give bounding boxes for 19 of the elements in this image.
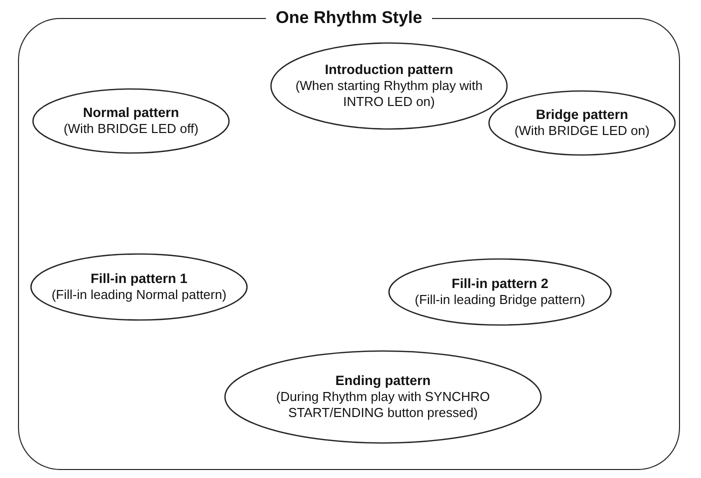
pattern-ellipse [389,259,611,325]
pattern-name: Fill-in pattern 1 [90,271,188,287]
pattern-ellipse [225,351,541,443]
pattern-name: Fill-in pattern 2 [452,276,548,292]
pattern-description: (Fill-in leading Bridge pattern) [414,292,586,308]
pattern-description: (With BRIDGE LED on) [514,123,650,139]
pattern-name: Bridge pattern [536,107,628,123]
frame-title: One Rhythm Style [266,8,432,27]
pattern-name: Normal pattern [82,105,180,121]
pattern-name: Introduction pattern [324,62,454,78]
pattern-ellipse [271,43,507,129]
pattern-name: Ending pattern [335,373,431,389]
pattern-description: (With BRIDGE LED off) [64,121,198,137]
pattern-description: (During Rhythm play with SYNCHRO START/ENDING button pressed) [275,389,491,421]
pattern-ellipse [33,89,229,153]
pattern-ellipse [31,254,247,320]
pattern-description: (When starting Rhythm play with INTRO LED on) [294,78,484,110]
pattern-description: (Fill-in leading Normal pattern) [52,287,226,303]
pattern-ellipse [489,91,675,155]
